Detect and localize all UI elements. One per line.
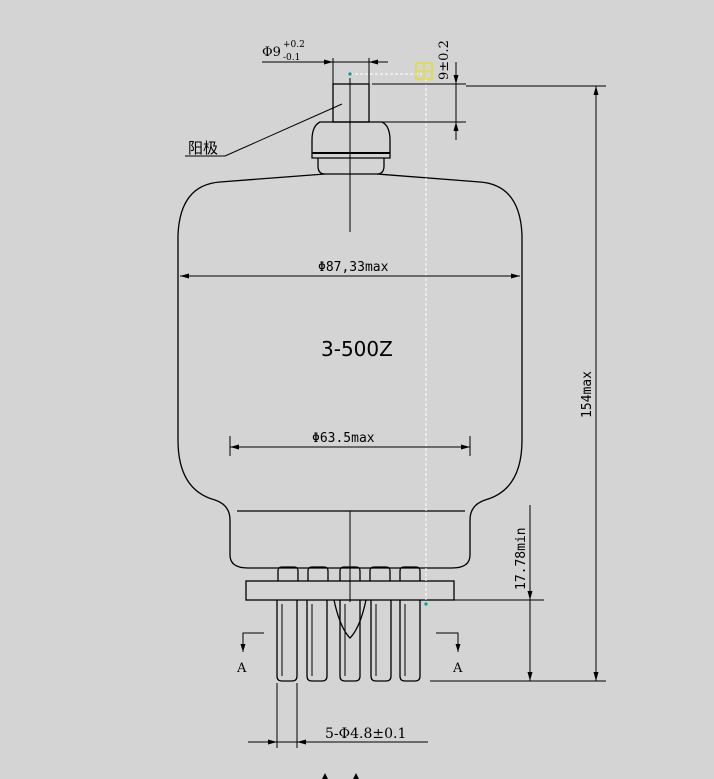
cap-diameter-symbol: Φ9 [262,45,281,60]
base-height-dimension: 17.78min [430,505,544,681]
section-marks: A A [236,632,463,676]
pin-heads [277,566,421,581]
lower-diameter-label: Φ63.5max [312,431,375,446]
section-mark-right: A [452,661,463,676]
anode-cap [332,83,370,123]
bulb-diameter-dimension: Φ87,33max [180,260,520,279]
pins [276,600,421,682]
neck [317,158,385,175]
cap-diameter-lower: -0.1 [283,53,300,63]
glass-bulb [177,173,523,569]
snap-marker [415,62,433,80]
overall-height-label: 154max [580,371,595,418]
base-height-label: 17.78min [514,527,529,590]
bulb-diameter-label: Φ87,33max [318,260,389,275]
anode-label: 阳极 [188,139,218,157]
overall-height-dimension: 154max [430,85,606,682]
pin-diameter-label: 5-Φ4.8±0.1 [325,726,406,742]
cap-height-dimension: 9±0.2 [372,40,466,140]
cap-diameter-upper: +0.2 [283,40,305,50]
anode-seal [311,121,391,159]
section-mark-left: A [236,661,247,676]
lower-diameter-dimension: Φ63.5max [229,431,471,456]
tube-outline [177,83,523,682]
cap-diameter-dimension: Φ9 +0.2 -0.1 [262,40,388,84]
exhaust-tip [333,599,367,639]
pin-diameter-dimension: 5-Φ4.8±0.1 [248,683,428,748]
cap-height-label: 9±0.2 [437,40,452,80]
model-label: 3-500Z [321,337,393,361]
partial-arrows [322,773,359,779]
reference-lines [348,62,433,606]
anode-leader: 阳极 [185,103,343,157]
